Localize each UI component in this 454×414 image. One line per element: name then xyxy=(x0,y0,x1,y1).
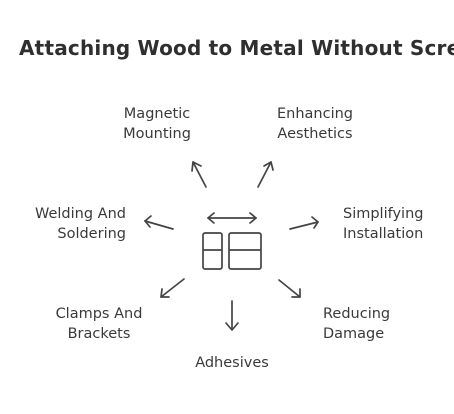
arrow-enhancing-aesthetics xyxy=(257,161,274,188)
node-welding-and-soldering-line2: Soldering xyxy=(57,226,126,242)
width-arrow-left-head xyxy=(207,212,215,224)
arrow-magnetic-mounting xyxy=(191,161,207,188)
left-panel xyxy=(202,232,223,270)
right-panel xyxy=(228,232,262,270)
node-magnetic-mounting-line2: Mounting xyxy=(123,126,191,142)
arrow-adhesives xyxy=(225,300,239,331)
node-welding-and-soldering: Welding And Soldering xyxy=(14,204,126,244)
wood-metal-panels-icon xyxy=(202,212,262,270)
arrow-welding-soldering xyxy=(144,215,174,230)
arrow-clamps-brackets xyxy=(160,278,185,298)
arrow-reducing-damage xyxy=(278,279,301,298)
node-welding-and-soldering-line1: Welding And xyxy=(35,206,126,222)
arrow-simplifying-installation xyxy=(289,216,319,230)
node-adhesives: Adhesives xyxy=(182,353,282,373)
node-enhancing-aesthetics: Enhancing Aesthetics xyxy=(266,104,364,144)
node-enhancing-aesthetics-line2: Aesthetics xyxy=(277,126,353,142)
node-reducing-damage-line2: Damage xyxy=(323,326,385,342)
node-simplifying-installation-line2: Installation xyxy=(343,226,424,242)
node-adhesives-line1: Adhesives xyxy=(195,355,269,371)
node-clamps-and-brackets-line2: Brackets xyxy=(67,326,131,342)
node-reducing-damage-line1: Reducing xyxy=(323,306,391,322)
node-enhancing-aesthetics-line1: Enhancing xyxy=(276,106,353,122)
diagram-title: Attaching Wood to Metal Without Screws xyxy=(19,36,454,60)
node-reducing-damage: Reducing Damage xyxy=(323,304,423,344)
node-magnetic-mounting: Magnetic Mounting xyxy=(112,104,202,144)
node-simplifying-installation: Simplifying Installation xyxy=(343,204,451,244)
node-magnetic-mounting-line1: Magnetic xyxy=(123,106,191,122)
node-clamps-and-brackets: Clamps And Brackets xyxy=(44,304,154,344)
node-clamps-and-brackets-line1: Clamps And xyxy=(55,306,143,322)
node-simplifying-installation-line1: Simplifying xyxy=(343,206,424,222)
width-arrow-right-head xyxy=(249,212,257,224)
